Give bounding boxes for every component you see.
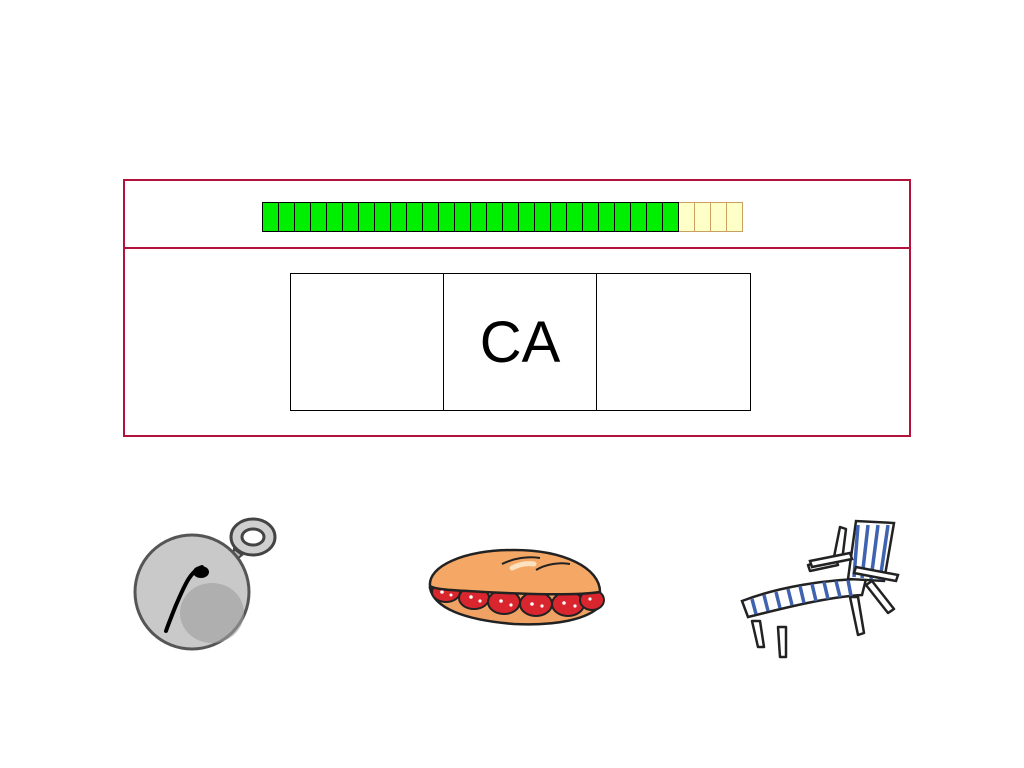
deck-chair-icon bbox=[740, 519, 900, 659]
progress-bar bbox=[262, 202, 743, 232]
choice-jingle-bell[interactable] bbox=[130, 505, 280, 655]
progress-segment-done bbox=[311, 202, 327, 232]
sandwich-icon bbox=[428, 548, 605, 626]
progress-segment-done bbox=[551, 202, 567, 232]
progress-segment-done bbox=[407, 202, 423, 232]
progress-segment-done bbox=[503, 202, 519, 232]
progress-segment-done bbox=[631, 202, 647, 232]
word-panel: CA bbox=[123, 179, 911, 437]
progress-segment-done bbox=[519, 202, 535, 232]
progress-segment-done bbox=[439, 202, 455, 232]
progress-segment-done bbox=[279, 202, 295, 232]
progress-segment-done bbox=[599, 202, 615, 232]
choice-sandwich[interactable] bbox=[424, 546, 609, 631]
progress-segment-done bbox=[647, 202, 663, 232]
progress-segment-done bbox=[615, 202, 631, 232]
progress-segment-todo bbox=[695, 202, 711, 232]
choice-deck-chair[interactable] bbox=[738, 517, 903, 662]
progress-segment-done bbox=[263, 202, 279, 232]
progress-segment-done bbox=[455, 202, 471, 232]
progress-segment-done bbox=[487, 202, 503, 232]
progress-segment-todo bbox=[727, 202, 743, 232]
progress-segment-done bbox=[327, 202, 343, 232]
progress-segment-todo bbox=[711, 202, 727, 232]
progress-segment-done bbox=[471, 202, 487, 232]
syllable-slot-2[interactable]: CA bbox=[444, 274, 597, 410]
progress-segment-done bbox=[375, 202, 391, 232]
progress-segment-done bbox=[663, 202, 679, 232]
bell-icon bbox=[133, 517, 277, 651]
progress-segment-todo bbox=[679, 202, 695, 232]
progress-segment-done bbox=[391, 202, 407, 232]
progress-segment-done bbox=[567, 202, 583, 232]
panel-divider bbox=[125, 247, 909, 249]
progress-segment-done bbox=[423, 202, 439, 232]
syllable-slot-1[interactable] bbox=[291, 274, 444, 410]
syllable-boxes: CA bbox=[290, 273, 751, 411]
progress-segment-done bbox=[343, 202, 359, 232]
progress-segment-done bbox=[359, 202, 375, 232]
progress-segment-done bbox=[535, 202, 551, 232]
progress-segment-done bbox=[295, 202, 311, 232]
progress-segment-done bbox=[583, 202, 599, 232]
syllable-slot-3[interactable] bbox=[597, 274, 750, 410]
